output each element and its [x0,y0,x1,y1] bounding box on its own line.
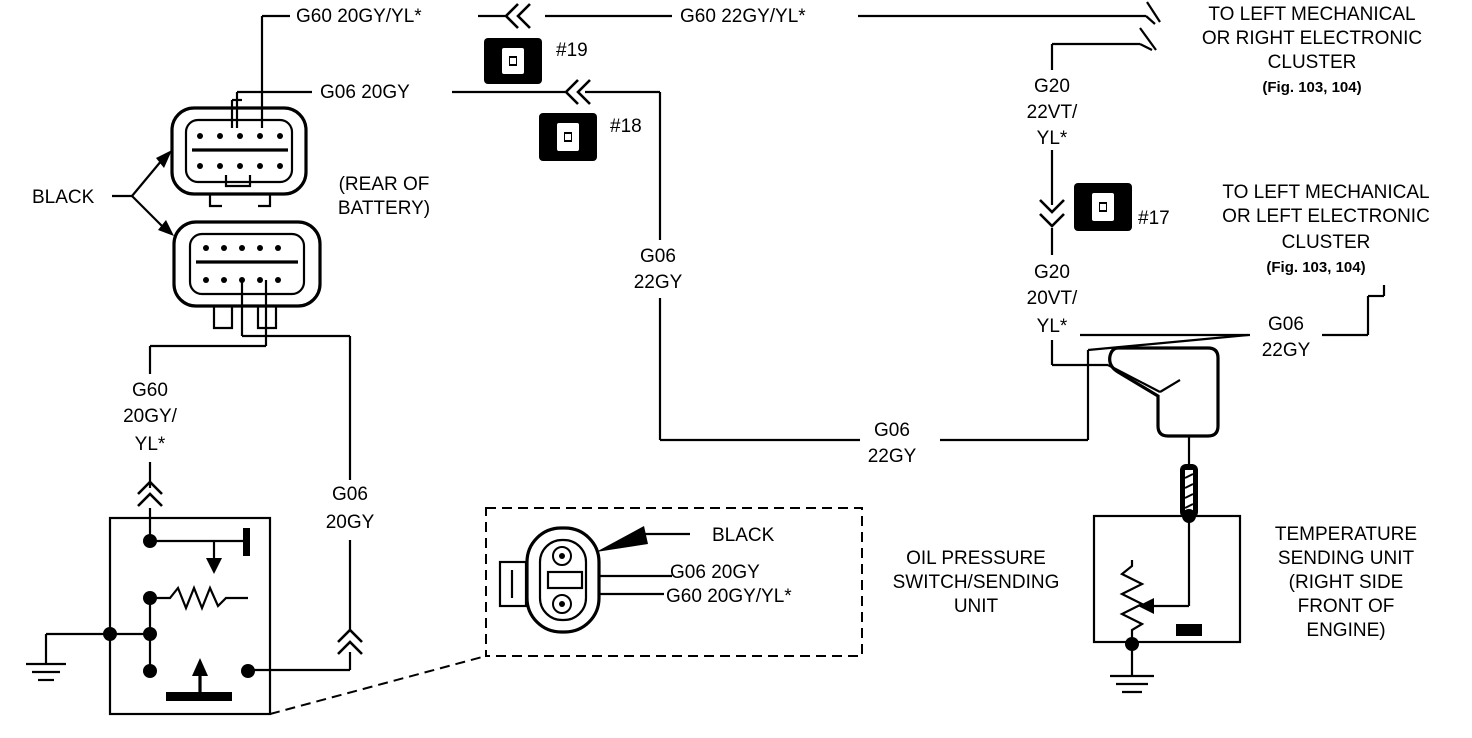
label-fig-ref-2: (Fig. 103, 104) [1266,259,1365,276]
label-g06-left-2: 20GY [326,512,375,533]
label-cluster-left-3: CLUSTER [1282,232,1371,253]
gauge-housing [1108,346,1220,438]
wire-g06-left-vertical [242,334,363,672]
connector-19-icon [484,38,542,84]
chevron-connector-18 [564,79,591,105]
wire-g06-right [1080,285,1386,337]
wire-g20 [1050,27,1181,393]
label-g60-top-left: G60 20GY/YL* [296,6,422,27]
label-inset-black: BLACK [712,525,775,546]
label-inset-g06: G06 20GY [670,562,760,583]
label-oil-pressure-3: UNIT [954,596,999,617]
label-oil-pressure-1: OIL PRESSURE [906,548,1046,569]
ground-symbol-left [26,632,110,682]
bulkhead-connector-upper [170,98,308,208]
label-black-left: BLACK [32,187,95,208]
label-g20-upper-2: 22VT/ [1027,102,1078,123]
label-connector-18: #18 [610,116,642,137]
label-g60-left-1: G60 [132,380,168,401]
label-inset-g60: G60 20GY/YL* [666,586,792,607]
connector-18-icon [539,113,597,161]
label-temp-sending-5: ENGINE) [1306,620,1385,641]
label-g06-top: G06 20GY [320,82,410,103]
label-cluster-right-3: CLUSTER [1268,52,1357,73]
label-connector-17: #17 [1138,208,1170,229]
label-g20-upper-3: YL* [1037,128,1068,149]
label-cluster-right-1: TO LEFT MECHANICAL [1208,4,1415,25]
label-temp-sending-3: (RIGHT SIDE [1289,572,1404,593]
label-g06-right-1: G06 [1268,314,1304,335]
wire-g06-top [235,90,1249,442]
label-cluster-left-1: TO LEFT MECHANICAL [1222,182,1429,203]
label-g20-lower-2: 20VT/ [1027,288,1078,309]
label-g20-lower-1: G20 [1034,262,1070,283]
label-rear-battery-1: (REAR OF [339,174,430,195]
label-fig-ref-1: (Fig. 103, 104) [1262,79,1361,96]
label-temp-sending-4: FRONT OF [1298,596,1395,617]
label-g60-left-2: 20GY/ [123,406,178,427]
label-g06-bottom-2: 22GY [868,446,917,467]
label-g20-lower-3: YL* [1037,316,1068,337]
chevron-connector-top [504,3,531,29]
label-temp-sending-1: TEMPERATURE [1275,524,1417,545]
label-cluster-left-2: OR LEFT ELECTRONIC [1222,206,1430,227]
connector-inset [269,507,863,715]
oil-pressure-switch [103,516,272,716]
label-g60-top-right: G60 22GY/YL* [680,6,806,27]
label-g06-mid-1: G06 [640,246,676,267]
label-rear-battery-2: BATTERY) [338,198,430,219]
label-oil-pressure-2: SWITCH/SENDING [893,572,1060,593]
label-g06-left-1: G06 [332,484,368,505]
black-pointer-arrows [112,150,174,236]
label-g06-mid-2: 22GY [634,272,683,293]
label-connector-19: #19 [556,40,588,61]
label-g60-left-3: YL* [135,434,166,455]
temperature-sending-unit [1092,436,1242,694]
label-cluster-right-2: OR RIGHT ELECTRONIC [1202,28,1422,49]
bulkhead-connector-lower [172,220,322,346]
label-temp-sending-2: SENDING UNIT [1278,548,1415,569]
label-g06-right-2: 22GY [1262,340,1311,361]
label-g06-bottom-1: G06 [874,420,910,441]
chevron-connector-17 [1039,199,1065,228]
connector-17-icon [1074,183,1132,231]
label-g20-upper-1: G20 [1034,76,1070,97]
